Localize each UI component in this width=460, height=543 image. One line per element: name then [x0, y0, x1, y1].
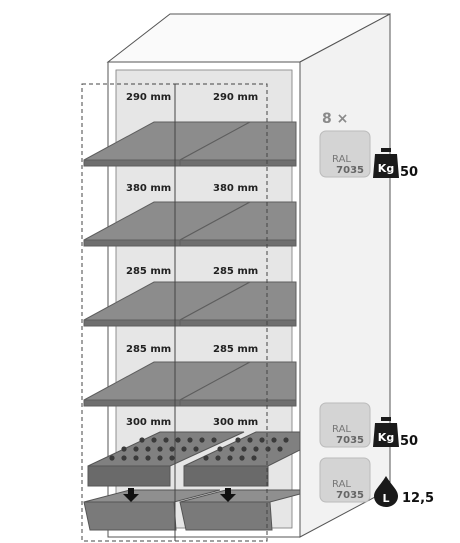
weight-kg-icon: Kg — [373, 148, 399, 178]
perforated-tray-right — [183, 431, 301, 487]
depth-label-left: 285 mm — [126, 344, 171, 355]
depth-label-right: 380 mm — [213, 183, 258, 194]
depth-label-right: 290 mm — [213, 92, 258, 103]
perforated-tray-left — [87, 431, 245, 487]
ral-label: RAL — [332, 479, 351, 490]
ral-code: 7035 — [336, 435, 364, 446]
ral-tile-bottom: RAL 7035 — [319, 457, 371, 503]
shelf-count-label: 8 × — [322, 111, 348, 127]
depth-label-left: 285 mm — [126, 266, 171, 277]
liquid-drop-icon: L — [374, 476, 398, 507]
top-tray-load: 50 — [400, 165, 418, 180]
down-arrow-icon — [123, 488, 139, 502]
sump-volume: 12,5 — [402, 491, 434, 506]
svg-text:L: L — [382, 492, 389, 505]
bottom-shelf-load: 50 — [400, 434, 418, 449]
ral-label: RAL — [332, 154, 351, 165]
down-arrow-icon — [220, 488, 236, 502]
weight-kg-icon: Kg — [373, 417, 399, 447]
depth-label-right: 285 mm — [213, 344, 258, 355]
dashed-outline-right — [174, 83, 268, 542]
ral-tile-middle: RAL 7035 — [319, 402, 371, 448]
sump-left — [83, 489, 221, 531]
depth-label-left: 300 mm — [126, 417, 171, 428]
ral-label: RAL — [332, 424, 351, 435]
depth-label-right: 300 mm — [213, 417, 258, 428]
svg-text:Kg: Kg — [378, 431, 394, 444]
depth-label-left: 380 mm — [126, 183, 171, 194]
depth-label-left: 290 mm — [126, 92, 171, 103]
depth-label-right: 285 mm — [213, 266, 258, 277]
dashed-outline-left — [81, 83, 176, 542]
svg-text:Kg: Kg — [378, 162, 394, 175]
sump-right — [179, 489, 301, 531]
ral-tile-top: RAL 7035 — [319, 130, 371, 178]
ral-code: 7035 — [336, 490, 364, 501]
ral-code: 7035 — [336, 165, 364, 176]
